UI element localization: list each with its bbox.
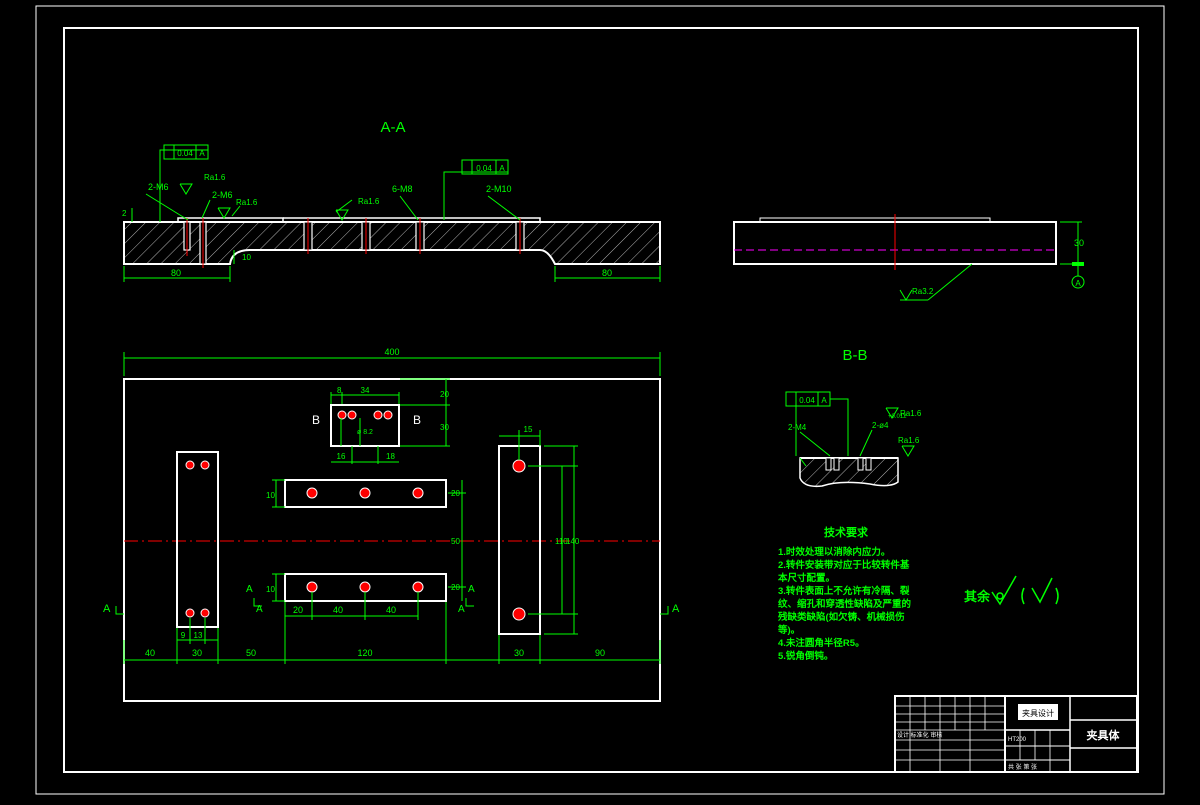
note-line-3: 本尺寸配置。 [778, 572, 835, 584]
section-mark-a-6: A [458, 604, 465, 615]
dim-140: 140 [566, 537, 580, 546]
tol-datum-2: A [499, 164, 505, 173]
dim-40-b: 40 [333, 605, 343, 615]
dim-9: 9 [181, 631, 186, 640]
plan-view: 400 8 34 20 30 16 18 ø 8.2 B [103, 347, 680, 702]
section-aa-title: A-A [380, 119, 405, 136]
dim-10-c: 10 [266, 585, 275, 594]
note-line-2: 2.转件安装带对应于比较转件基 [778, 559, 910, 571]
roughness-ra16-3: Ra1.6 [358, 197, 380, 206]
dim-20-c: 20 [451, 583, 460, 592]
note-line-9: 5.锐角倒钝。 [778, 650, 833, 662]
section-mark-b-left: B [312, 413, 320, 427]
roughness-rest-label: 其余 [964, 589, 991, 604]
tol-value-1: 0.04 [177, 149, 193, 158]
section-bb-title: B-B [842, 347, 867, 364]
datum-a-label: A [1075, 279, 1081, 288]
dim-34: 34 [361, 386, 370, 395]
dim-20-top: 20 [440, 390, 449, 399]
callout-2-m6-b: 2-M6 [212, 190, 233, 200]
title-block: 夹具设计 夹具体 设计 标准化 审核 HT200 共 张 第 张 [894, 695, 1138, 773]
section-mark-a-2: A [672, 603, 680, 615]
section-mark-a-5: A [256, 604, 263, 615]
section-bb-view: 0.04 A 2-M4 2-ø4 +0.012 Ra1.6 Ra1.6 [785, 391, 922, 488]
title-block-material: HT200 [1008, 737, 1027, 743]
section-mark-a-4: A [468, 584, 475, 595]
sheet-border-inner [63, 27, 1139, 773]
dim-10-b: 10 [266, 491, 275, 500]
title-block-row-labels: 设计 标准化 审核 [897, 731, 942, 739]
side-view: 30 A Ra3.2 [733, 214, 1085, 301]
dim-90: 90 [595, 648, 605, 658]
tol-datum-1: A [199, 149, 205, 158]
dim-120: 120 [357, 648, 372, 658]
dim-82: ø 8.2 [357, 429, 373, 436]
tol-datum-3: A [821, 396, 827, 405]
dim-40-a: 40 [145, 648, 155, 658]
dim-13: 13 [194, 631, 203, 640]
roughness-ra32: Ra3.2 [912, 287, 934, 296]
callout-2-m4: 2-M4 [788, 423, 807, 432]
notes-title: 技术要求 [824, 525, 869, 539]
dim-80-left: 80 [171, 268, 181, 278]
dim-400: 400 [384, 347, 399, 357]
section-aa-view: 0.04 A 0.04 A 2-M6 2-M6 6-M8 2-M10 Ra1.6… [122, 144, 661, 282]
dim-18: 18 [386, 452, 395, 461]
dim-16: 16 [337, 452, 346, 461]
roughness-ra16-2: Ra1.6 [236, 198, 258, 207]
callout-6-m8: 6-M8 [392, 184, 413, 194]
technical-notes: 技术要求 1.时效处理以消除内应力。 2.转件安装带对应于比较转件基 本尺寸配置… [777, 525, 912, 662]
note-line-8: 4.未注圆角半径R5。 [778, 637, 865, 649]
roughness-ra16-1: Ra1.6 [204, 173, 226, 182]
callout-2-m6-a: 2-M6 [148, 182, 169, 192]
tol-value-3: 0.04 [799, 396, 815, 405]
dim-30-b: 30 [514, 648, 524, 658]
callout-2-m10: 2-M10 [486, 184, 512, 194]
dim-40-c: 40 [386, 605, 396, 615]
dim-20-b: 20 [451, 489, 460, 498]
callout-2-p4: 2-ø4 [872, 421, 889, 430]
sheet-border-outer [35, 5, 1165, 795]
section-mark-a-1: A [103, 603, 111, 615]
dim-30-side: 30 [1074, 238, 1084, 248]
title-block-sheet: 共 张 第 张 [1008, 763, 1037, 771]
section-mark-b-right: B [413, 413, 421, 427]
note-line-7: 等)。 [777, 624, 800, 636]
note-line-6: 残缺类缺陷(如欠铸、机械损伤 [778, 611, 905, 623]
dim-20-a: 20 [293, 605, 303, 615]
section-mark-a-3: A [246, 584, 253, 595]
roughness-ra16-5: Ra1.6 [898, 436, 920, 445]
tol-value-2: 0.04 [476, 164, 492, 173]
dim-80-right: 80 [602, 268, 612, 278]
roughness-ra16-4: Ra1.6 [900, 409, 922, 418]
dim-2: 2 [122, 209, 127, 218]
dim-10: 10 [242, 253, 251, 262]
title-block-part-name: 夹具体 [1087, 728, 1121, 742]
dim-8: 8 [337, 386, 342, 395]
title-block-drawing-no: 夹具设计 [1022, 708, 1054, 718]
note-line-5: 纹、缩孔和穿透性缺陷及严重的 [778, 598, 912, 610]
dim-15: 15 [524, 425, 533, 434]
note-line-1: 1.时效处理以消除内应力。 [778, 546, 890, 558]
callout-fit: +0.012 [888, 414, 907, 420]
roughness-rest-symbol: 其余 [964, 575, 1059, 606]
dim-50-b: 50 [451, 537, 460, 546]
note-line-4: 3.转件表面上不允许有冷隔、裂 [778, 585, 910, 597]
dim-30-top: 30 [440, 423, 449, 432]
dim-50-a: 50 [246, 648, 256, 658]
dim-110: 110 [555, 537, 568, 546]
dim-30-a: 30 [192, 648, 202, 658]
